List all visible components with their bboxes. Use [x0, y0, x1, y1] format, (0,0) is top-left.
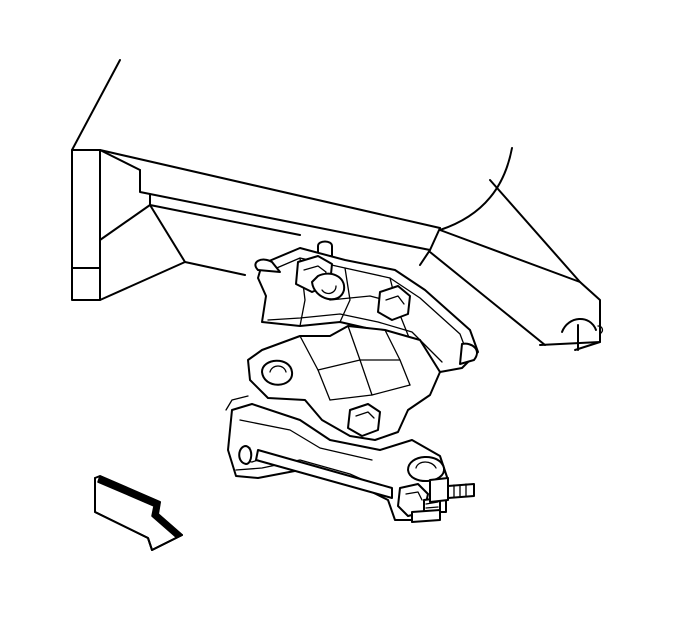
mount-body: [247, 325, 441, 441]
mounting-studs: [397, 477, 475, 523]
upper-bracket-bolts: [295, 255, 411, 321]
vehicle-frame: [71, 59, 604, 351]
direction-arrow-icon: [94, 475, 183, 551]
